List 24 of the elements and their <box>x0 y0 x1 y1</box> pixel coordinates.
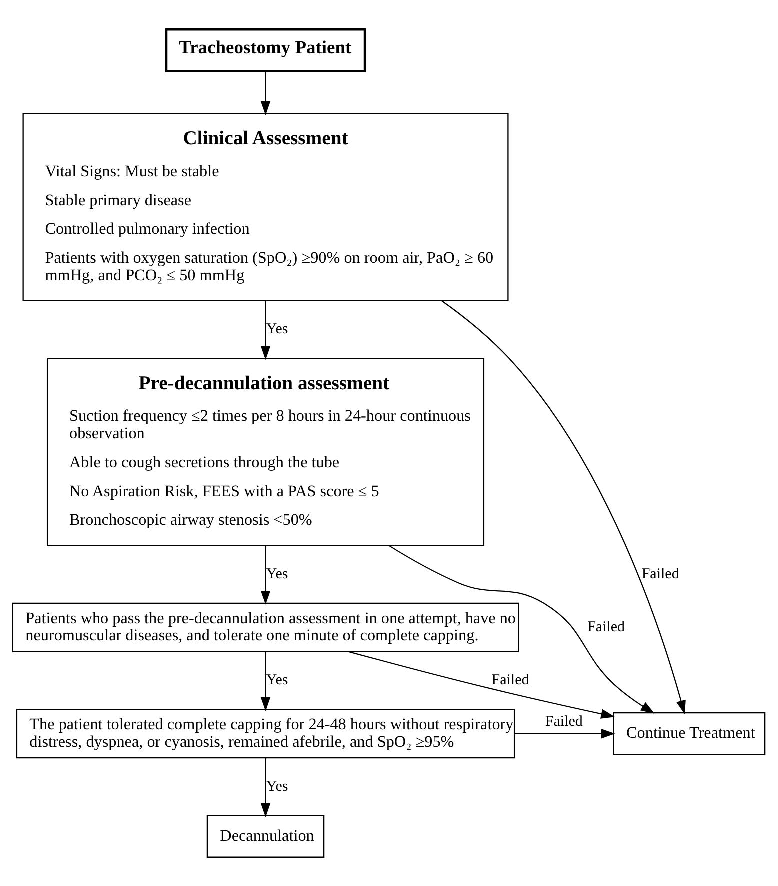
arrow <box>389 544 655 714</box>
arrow <box>260 70 271 115</box>
node-box: Tracheostomy Patient <box>165 28 366 72</box>
edge-label: Failed <box>642 566 680 582</box>
node-box: Patients who pass the pre-decannulation assessment in one attempt, have no neuromuscular diseases, and tolerate one minute of complete capping. <box>12 602 520 652</box>
node-box: The patient tolerated complete capping for 24-48 hours without respiratory distress, dyspnea, or cyanosis, remained afebrile, and SpO₂ ≥95% <box>16 708 516 758</box>
node-box: Decannulation <box>206 814 325 858</box>
arrow <box>348 650 616 718</box>
node-box: Continue Treatment <box>613 712 766 755</box>
edge-label: Failed <box>545 714 583 730</box>
edge-label: Failed <box>492 672 530 688</box>
edge-label: Yes <box>266 321 288 338</box>
arrow <box>260 758 271 817</box>
node-box: Clinical Assessment Vital Signs: Must be stable Stable primary disease Controlled pulmonary infection Patients with oxygen saturation (SpO₂) ≥90% on room air, PaO₂ ≥ 60 mmHg, and PCO₂ ≤ 50 mmHg <box>22 112 509 301</box>
edge-label: Yes <box>266 566 288 582</box>
arrow <box>442 300 686 714</box>
arrow <box>514 728 616 738</box>
arrow <box>260 652 271 711</box>
edge-label: Failed <box>588 619 626 636</box>
arrow <box>260 545 271 604</box>
edge-label: Yes <box>266 672 288 688</box>
node-box: Pre-decannulation assessment Suction frequency ≤2 times per 8 hours in 24-hour continuous observation Able to cough secretions through the tube No Aspiration Risk, FEES with a PAS score ≤ 5 Bronchoscopic airway stenosis <50% <box>46 358 485 546</box>
arrow <box>260 300 271 360</box>
edge-label: Yes <box>266 778 288 794</box>
